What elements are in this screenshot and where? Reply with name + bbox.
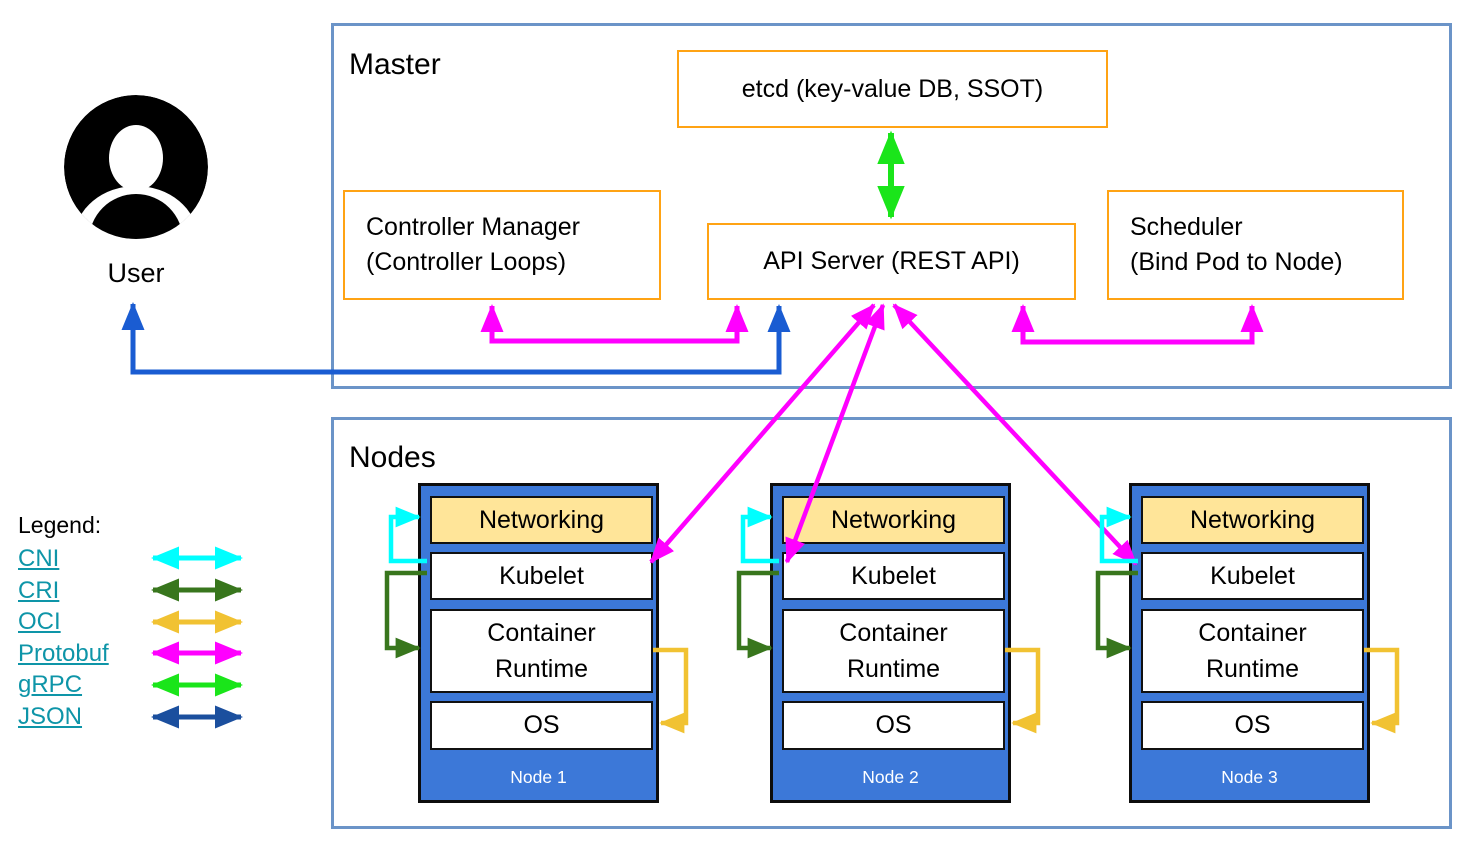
legend-link-cri[interactable]: CRI xyxy=(18,577,60,604)
legend-link-json[interactable]: JSON xyxy=(18,703,83,730)
node-3-container-runtime-layer: Container Runtime xyxy=(1141,609,1364,693)
node-3-networking-layer: Networking xyxy=(1141,496,1364,544)
node-1-container-runtime-layer: Container Runtime xyxy=(430,609,653,693)
node-3-kubelet-layer: Kubelet xyxy=(1141,552,1364,600)
controller-manager-label-line1: Controller Manager xyxy=(366,212,580,241)
etcd-box: etcd (key-value DB, SSOT) xyxy=(677,50,1108,128)
os-label: OS xyxy=(875,711,912,739)
node-3-os-layer: OS xyxy=(1141,701,1364,750)
user-label: User xyxy=(107,258,165,288)
legend-title: Legend: xyxy=(18,512,102,538)
nodes-region-box xyxy=(331,417,1452,829)
container-runtime-label: Container Runtime xyxy=(839,618,948,683)
container-runtime-label: Container Runtime xyxy=(487,618,596,683)
kubelet-label: Kubelet xyxy=(1210,561,1295,590)
legend-link-grpc[interactable]: gRPC xyxy=(18,671,83,698)
container-runtime-label: Container Runtime xyxy=(1198,618,1307,683)
legend-link-protobuf[interactable]: Protobuf xyxy=(18,640,109,667)
node-2-kubelet-layer: Kubelet xyxy=(782,552,1005,600)
os-label: OS xyxy=(1234,711,1271,739)
node-1-os-layer: OS xyxy=(430,701,653,750)
node-3-caption: Node 3 xyxy=(1221,767,1278,787)
controller-manager-box: Controller Manager (Controller Loops) xyxy=(343,190,661,300)
node-2-os-layer: OS xyxy=(782,701,1005,750)
node-1-caption: Node 1 xyxy=(510,767,567,787)
node-3-box: Networking Kubelet Container Runtime OS … xyxy=(1129,483,1370,803)
controller-manager-label-line2: (Controller Loops) xyxy=(366,248,567,276)
api-server-label: API Server (REST API) xyxy=(763,247,1020,275)
scheduler-label-line1: Scheduler xyxy=(1130,212,1243,241)
networking-label: Networking xyxy=(1189,505,1316,534)
node-1-box: Networking Kubelet Container Runtime OS … xyxy=(418,483,659,803)
os-label: OS xyxy=(523,711,560,739)
kubelet-label: Kubelet xyxy=(499,561,584,590)
nodes-region-title: Nodes xyxy=(349,441,436,474)
node-2-box: Networking Kubelet Container Runtime OS … xyxy=(770,483,1011,803)
legend-link-cni[interactable]: CNI xyxy=(18,545,60,572)
node-2-networking-layer: Networking xyxy=(782,496,1005,544)
node-1-kubelet-layer: Kubelet xyxy=(430,552,653,600)
scheduler-box: Scheduler (Bind Pod to Node) xyxy=(1107,190,1404,300)
networking-label: Networking xyxy=(830,505,957,534)
node-2-container-runtime-layer: Container Runtime xyxy=(782,609,1005,693)
master-region-title: Master xyxy=(349,48,441,81)
networking-label: Networking xyxy=(478,505,605,534)
kubelet-label: Kubelet xyxy=(851,561,936,590)
node-2-caption: Node 2 xyxy=(862,767,919,787)
master-region-box xyxy=(331,23,1452,389)
scheduler-label-line2: (Bind Pod to Node) xyxy=(1130,248,1343,276)
api-server-box: API Server (REST API) xyxy=(707,223,1076,300)
node-1-networking-layer: Networking xyxy=(430,496,653,544)
legend-link-oci[interactable]: OCI xyxy=(18,608,61,635)
person-avatar-icon xyxy=(63,94,209,240)
etcd-label: etcd (key-value DB, SSOT) xyxy=(741,74,1044,103)
